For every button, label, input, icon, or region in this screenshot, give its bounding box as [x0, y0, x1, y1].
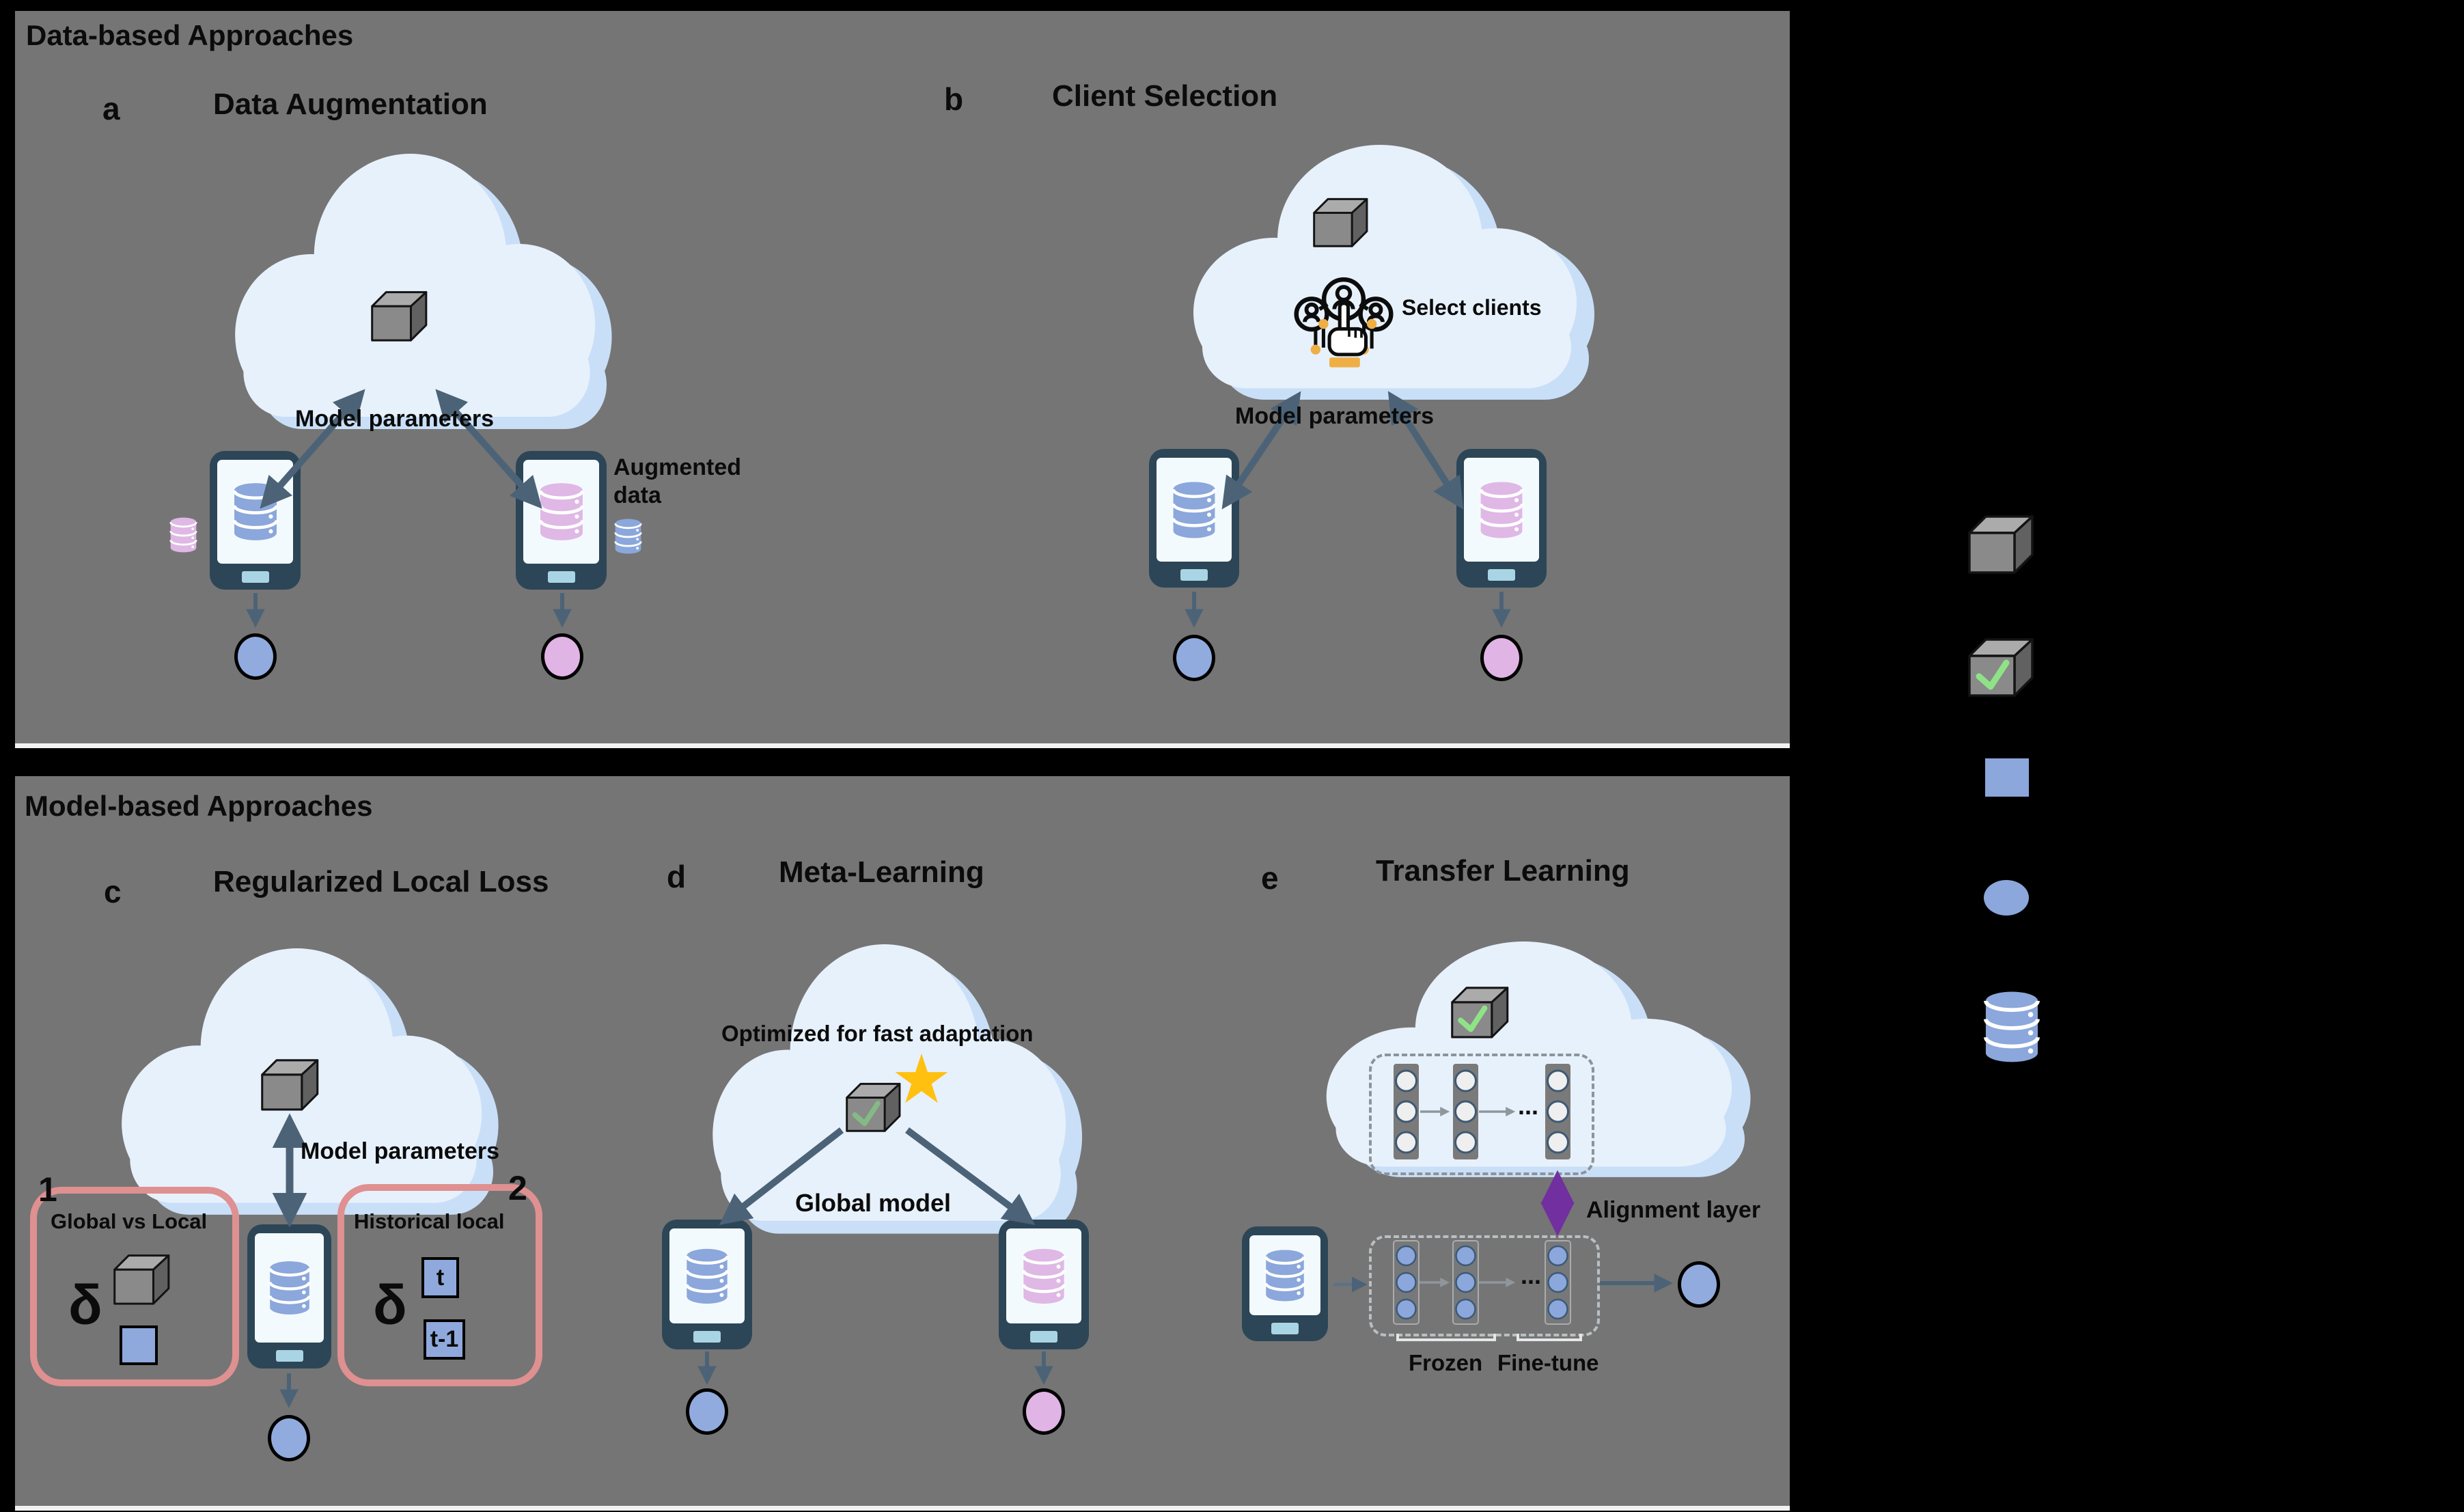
box2-title: Historical local [354, 1209, 505, 1233]
client-circle-icon [686, 1388, 728, 1435]
cube-checkmark-icon [1968, 638, 2034, 697]
blue-circle-icon [1984, 880, 2029, 916]
cloud-neural-network-icon [1394, 1064, 1570, 1159]
client-circle-icon [234, 633, 277, 680]
blue-square-icon [1985, 758, 2029, 797]
select-clients-label: Select clients [1402, 295, 1542, 320]
phone-icon [1242, 1226, 1328, 1341]
fine-tune-label: Fine-tune [1497, 1350, 1599, 1375]
panel-b-letter: b [944, 81, 964, 117]
frozen-bracket [1396, 1334, 1496, 1341]
t-label: t [436, 1264, 445, 1291]
panel-c-title: Regularized Local Loss [213, 865, 549, 898]
global-vs-local-box [30, 1187, 239, 1386]
model-t-minus-1-square: t-1 [424, 1319, 465, 1360]
phone-icon [516, 451, 607, 590]
client-circle-icon [541, 633, 583, 680]
delta-symbol: δ [373, 1274, 407, 1336]
alignment-layer-label: Alignment layer [1586, 1197, 1761, 1223]
panel-b-title: Client Selection [1052, 79, 1278, 113]
panel-a-letter: a [102, 91, 120, 126]
arrow [1221, 391, 1301, 510]
panel-d-letter: d [667, 859, 687, 894]
global-model-label: Global model [795, 1189, 952, 1217]
local-model-square-icon [120, 1325, 158, 1365]
cloud-network-box [1369, 1054, 1594, 1175]
phone-icon [1456, 449, 1547, 588]
panel-e-letter: e [1261, 860, 1279, 896]
arrow [260, 389, 365, 509]
client-circle-icon [1173, 635, 1215, 681]
arrow [719, 1127, 844, 1226]
panel-e-title: Transfer Learning [1376, 854, 1630, 888]
panel-a-title: Data Augmentation [213, 87, 488, 121]
client-circle-icon [1023, 1388, 1065, 1435]
prediction-circle-icon [1678, 1261, 1720, 1308]
model-t-square: t [421, 1257, 459, 1298]
star-icon [895, 1054, 948, 1103]
meta-model-cube-icon [846, 1082, 901, 1132]
panel-c-letter: c [104, 874, 122, 909]
box1-number: 1 [38, 1170, 57, 1209]
ellipsis-label: ... [1521, 1261, 1542, 1289]
ellipsis-label: ... [1518, 1092, 1539, 1120]
client-circle-icon [1480, 635, 1523, 681]
optimized-label: Optimized for fast adaptation [721, 1021, 1034, 1046]
section-title-model-based: Model-based Approaches [25, 790, 373, 822]
phone-icon [247, 1224, 331, 1369]
phone-icon [662, 1220, 752, 1349]
fine-tune-bracket [1517, 1334, 1582, 1341]
validated-model-cube-icon [1451, 987, 1509, 1039]
model-parameters-label: Model parameters [1235, 403, 1434, 429]
phone-icon [999, 1220, 1089, 1349]
panel-d-title: Meta-Learning [779, 855, 984, 889]
historical-local-box [337, 1184, 542, 1386]
frozen-label: Frozen [1409, 1350, 1483, 1375]
model-parameters-label: Model parameters [295, 406, 494, 432]
augmented-data-label: Augmented data [613, 454, 741, 508]
arrow [905, 1127, 1036, 1225]
t-minus-1-label: t-1 [430, 1326, 459, 1352]
client-circle-icon [268, 1415, 310, 1461]
section-title-data-based: Data-based Approaches [26, 19, 354, 51]
box1-title: Global vs Local [51, 1209, 208, 1233]
arrow [1387, 391, 1464, 510]
phone-icon [1149, 449, 1239, 588]
device-neural-network-icon [1393, 1240, 1571, 1325]
box2-number: 2 [508, 1169, 527, 1207]
delta-symbol: δ [68, 1274, 102, 1336]
device-network-box [1369, 1235, 1600, 1336]
arrow [435, 389, 542, 509]
model-parameters-label: Model parameters [301, 1138, 499, 1164]
